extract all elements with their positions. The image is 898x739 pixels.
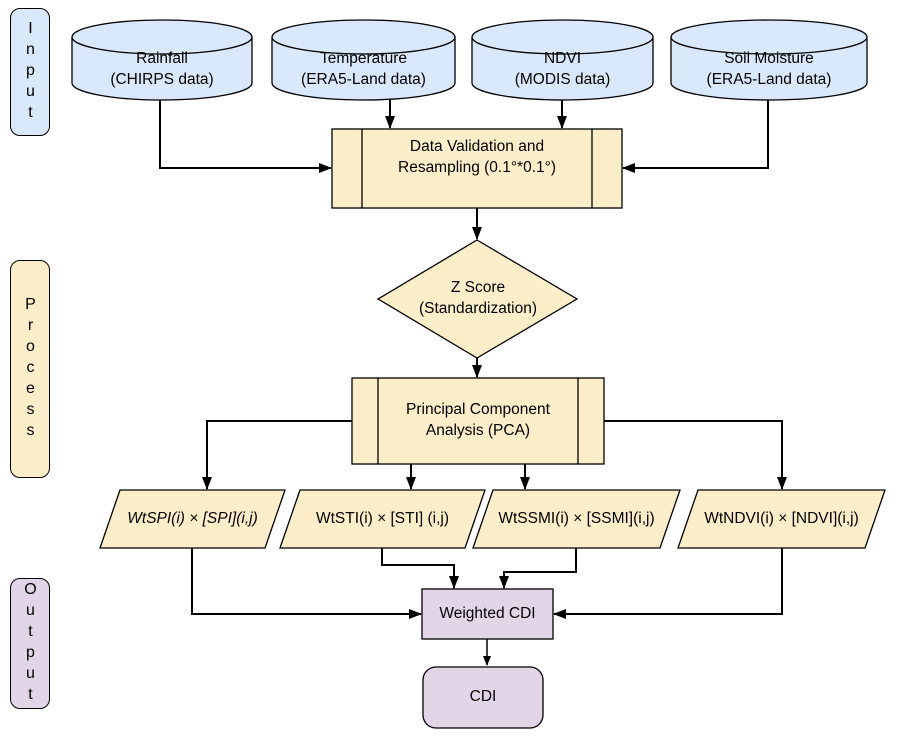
cylinder-temperature xyxy=(271,19,456,101)
zscore-diamond xyxy=(376,239,579,359)
arrow-pca-to-spi xyxy=(202,420,352,490)
cylinder-ndvi xyxy=(471,19,654,101)
cdi-box xyxy=(422,666,544,729)
arrow-soil-moisture-to-validation xyxy=(622,100,769,173)
arrow-spi-to-weighted-cdi xyxy=(191,548,422,619)
connectors xyxy=(159,99,787,666)
stage-label-process: Process xyxy=(10,260,50,478)
arrow-ndvi-to-weighted-cdi xyxy=(553,548,783,619)
stage-label-input: Input xyxy=(10,8,50,136)
input-cylinders xyxy=(71,19,868,101)
cylinder-rainfall xyxy=(71,19,253,101)
pca-box xyxy=(351,377,605,465)
parallelogram-ssmi xyxy=(472,489,681,549)
arrow-pca-to-ndvi xyxy=(604,420,787,490)
output-shapes xyxy=(421,588,554,729)
parallelogram-sti xyxy=(279,489,486,549)
parallelogram-ndvi xyxy=(677,489,886,549)
process-shapes xyxy=(99,128,886,549)
weighted-cdi-box xyxy=(421,588,554,640)
cylinder-soil-moisture xyxy=(670,19,868,101)
stage-label-output: Output xyxy=(10,578,50,709)
arrow-ssmi-to-weighted-cdi xyxy=(499,548,577,589)
arrow-sti-to-weighted-cdi xyxy=(381,548,459,589)
arrow-rainfall-to-validation xyxy=(159,100,332,173)
parallelogram-spi xyxy=(99,489,286,549)
validation-box xyxy=(331,128,623,209)
